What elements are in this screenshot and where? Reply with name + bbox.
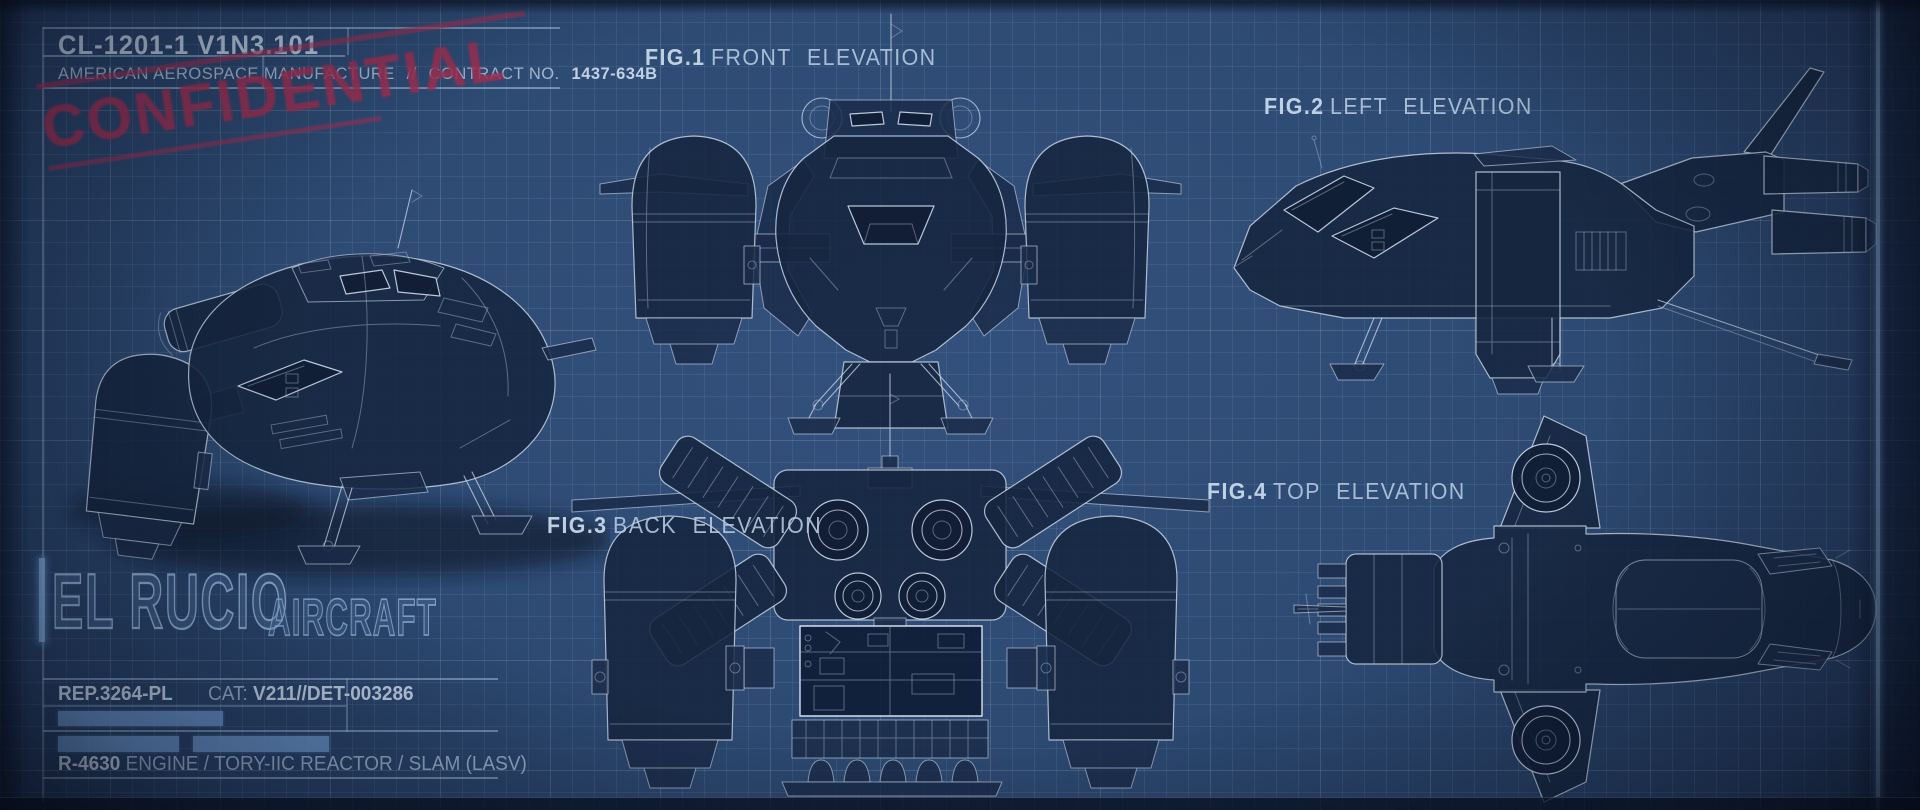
sheet-left-border [42,27,44,802]
right-edge-shade [1850,0,1920,810]
redacted-bar-2 [58,736,179,752]
fig1-title: FRONT ELEVATION [711,44,937,70]
bottom-edge-shade [0,797,1920,810]
top-elevation-drawing [1293,415,1877,803]
redacted-bar-3 [193,736,329,752]
paper-fold-line [1876,0,1880,810]
fig2-number: FIG.2 [1264,93,1325,119]
fig4-number: FIG.4 [1207,478,1268,504]
left-edge-shade [0,0,30,810]
cat-line: CAT: V211//DET-003286 [208,683,414,706]
specblock-bottom-rule [43,777,498,779]
perspective-view-drawing [70,189,610,576]
top-edge-shade [0,0,1920,14]
report-number: REP.3264-PL [58,683,173,705]
report-number-line: REP.3264-PL [58,683,173,706]
engine-line: R-4630 ENGINE / TORY-IIC REACTOR / SLAM … [58,753,527,776]
fig2-title: LEFT ELEVATION [1330,93,1533,119]
cat-label: CAT: [208,683,248,705]
engine-specs: ENGINE / TORY-IIC REACTOR / SLAM (LASV) [125,753,527,775]
fig3-title: BACK ELEVATION [613,512,823,538]
fig3-number: FIG.3 [547,512,608,538]
redacted-bar-1 [58,711,223,726]
brand-suffix: AIRCRAFT [267,588,438,648]
specblock-top-rule [43,678,498,680]
brand-name: EL RUCIO [51,556,290,646]
fig1-number: FIG.1 [645,44,706,70]
left-edge-tape [39,558,45,642]
fig4-title: TOP ELEVATION [1273,478,1466,504]
cat-value: V211//DET-003286 [253,683,414,705]
specblock-rule-2 [43,730,498,732]
back-elevation-drawing [571,373,1210,797]
engine-model: R-4630 [58,753,121,775]
